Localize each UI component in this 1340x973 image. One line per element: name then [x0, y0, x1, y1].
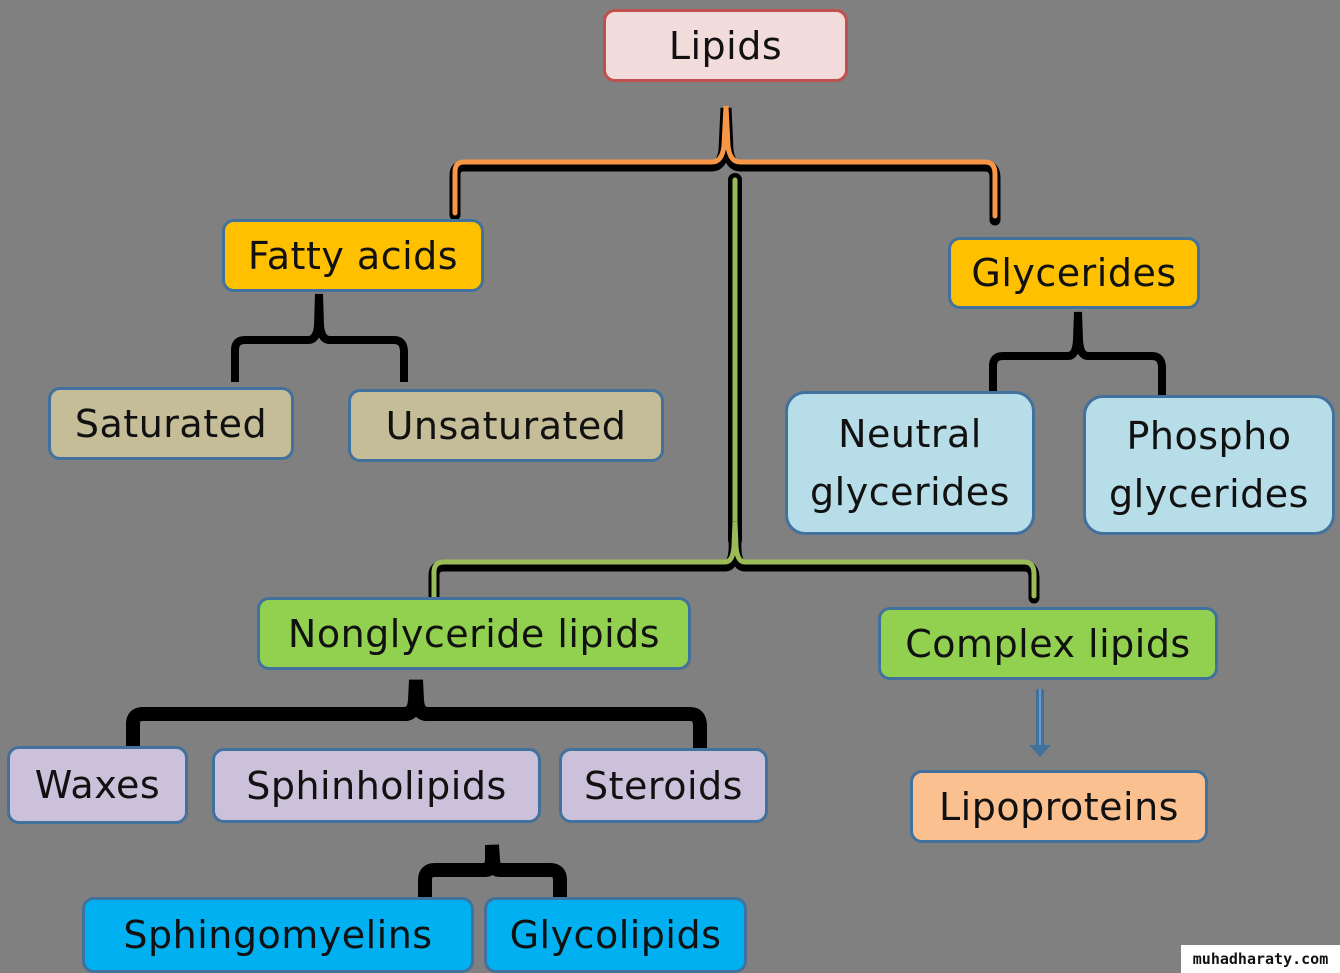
glycerides-brace: [989, 311, 1166, 398]
node-complex-lipids: Complex lipids: [878, 607, 1218, 680]
node-glycerides: Glycerides: [948, 237, 1200, 309]
node-lipids: Lipids: [603, 9, 848, 82]
arrow-down-icon: [1029, 689, 1051, 757]
node-unsaturated: Unsaturated: [348, 389, 664, 462]
node-saturated: Saturated: [48, 387, 294, 460]
nonglyceride-brace: [126, 679, 707, 755]
fatty-acids-brace: [231, 293, 408, 382]
node-waxes: Waxes: [7, 746, 188, 824]
watermark: muhadharaty.com: [1181, 945, 1340, 973]
node-steroids: Steroids: [559, 748, 768, 823]
node-phospho-glycerides: Phospho glycerides: [1083, 395, 1335, 535]
lipid-class-brace: [428, 521, 1040, 604]
sphinholipids-brace: [418, 844, 567, 904]
node-fatty-acids: Fatty acids: [222, 219, 484, 292]
lipids-brace: [449, 105, 1001, 226]
node-sphingomyelins: Sphingomyelins: [82, 897, 474, 973]
node-nonglyceride-lipids: Nonglyceride lipids: [257, 597, 691, 670]
node-sphinholipids: Sphinholipids: [212, 748, 541, 823]
node-lipoproteins: Lipoproteins: [910, 770, 1208, 843]
node-neutral-glycerides: Neutral glycerides: [785, 391, 1035, 535]
node-glycolipids: Glycolipids: [484, 897, 747, 973]
